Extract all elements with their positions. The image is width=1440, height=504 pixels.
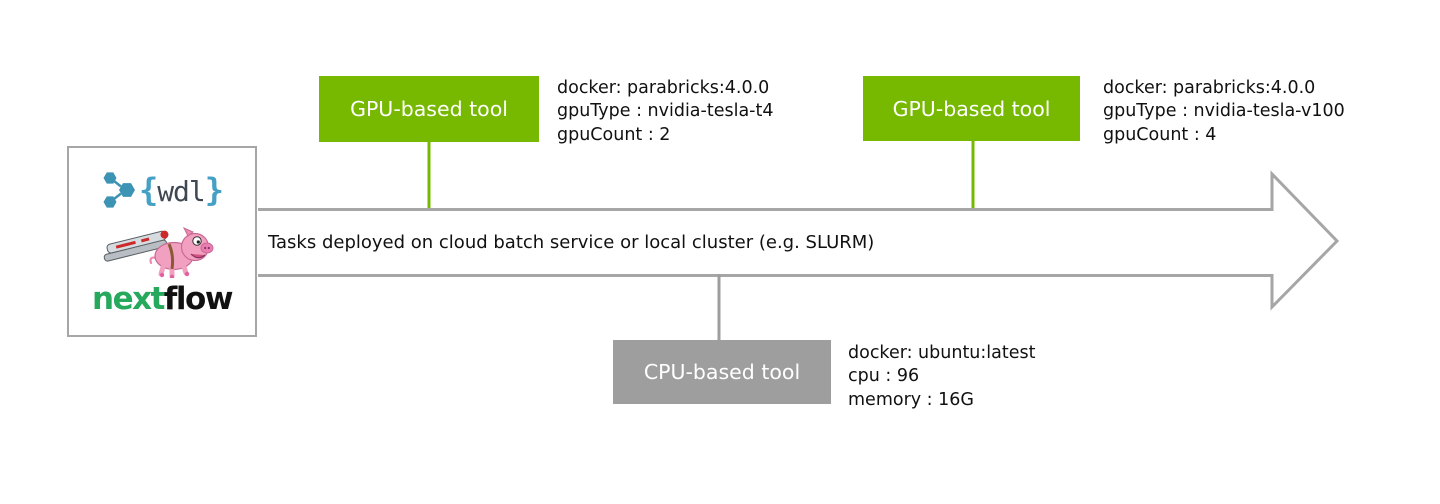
timeline-arrow-label: Tasks deployed on cloud batch service or… bbox=[268, 232, 875, 253]
annotation-line: gpuCount : 2 bbox=[557, 124, 671, 145]
wdl-brace-open: { bbox=[138, 170, 158, 209]
gpu-tool-2-label: GPU-based tool bbox=[892, 96, 1051, 121]
wdl-brace-close: } bbox=[204, 170, 224, 209]
nextflow-wordmark: nextflow bbox=[92, 280, 234, 317]
annotation-line: gpuCount : 4 bbox=[1103, 124, 1217, 145]
annotation-line: cpu : 96 bbox=[848, 366, 920, 387]
timeline-arrow-shape bbox=[258, 170, 1340, 311]
cpu-tool-1-annotation: docker: ubuntu:latest cpu : 96 memory : … bbox=[848, 342, 1035, 412]
cpu-tool-1-label: CPU-based tool bbox=[643, 360, 801, 384]
annotation-line: gpuType : nvidia-tesla-v100 bbox=[1103, 101, 1345, 122]
gpu-tool-2-annotation: docker: parabricks:4.0.0 gpuType : nvidi… bbox=[1103, 77, 1345, 147]
annotation-line: gpuType : nvidia-tesla-t4 bbox=[557, 101, 774, 122]
gpu-tool-1-annotation: docker: parabricks:4.0.0 gpuType : nvidi… bbox=[557, 77, 774, 147]
wdl-name: wdl bbox=[157, 174, 206, 208]
nextflow-prefix: next bbox=[92, 280, 165, 317]
wdl-hexagon-icon bbox=[103, 171, 135, 208]
nextflow-suffix: flow bbox=[163, 280, 234, 317]
flying-pig-icon bbox=[103, 226, 214, 278]
workflow-logos-panel: {wdl} bbox=[67, 146, 257, 337]
annotation-line: docker: parabricks:4.0.0 bbox=[557, 78, 770, 98]
annotation-line: docker: ubuntu:latest bbox=[848, 343, 1036, 363]
annotation-line: docker: parabricks:4.0.0 bbox=[1103, 78, 1316, 98]
cpu-tool-1-box: CPU-based tool bbox=[613, 340, 831, 404]
gpu-tool-1-box: GPU-based tool bbox=[319, 76, 539, 142]
gpu-tool-2-box: GPU-based tool bbox=[863, 76, 1080, 141]
annotation-line: memory : 16G bbox=[848, 389, 974, 410]
wdl-wordmark: {wdl} bbox=[138, 170, 224, 209]
wdl-logo: {wdl} bbox=[101, 169, 224, 211]
gpu-tool-1-label: GPU-based tool bbox=[350, 97, 508, 121]
